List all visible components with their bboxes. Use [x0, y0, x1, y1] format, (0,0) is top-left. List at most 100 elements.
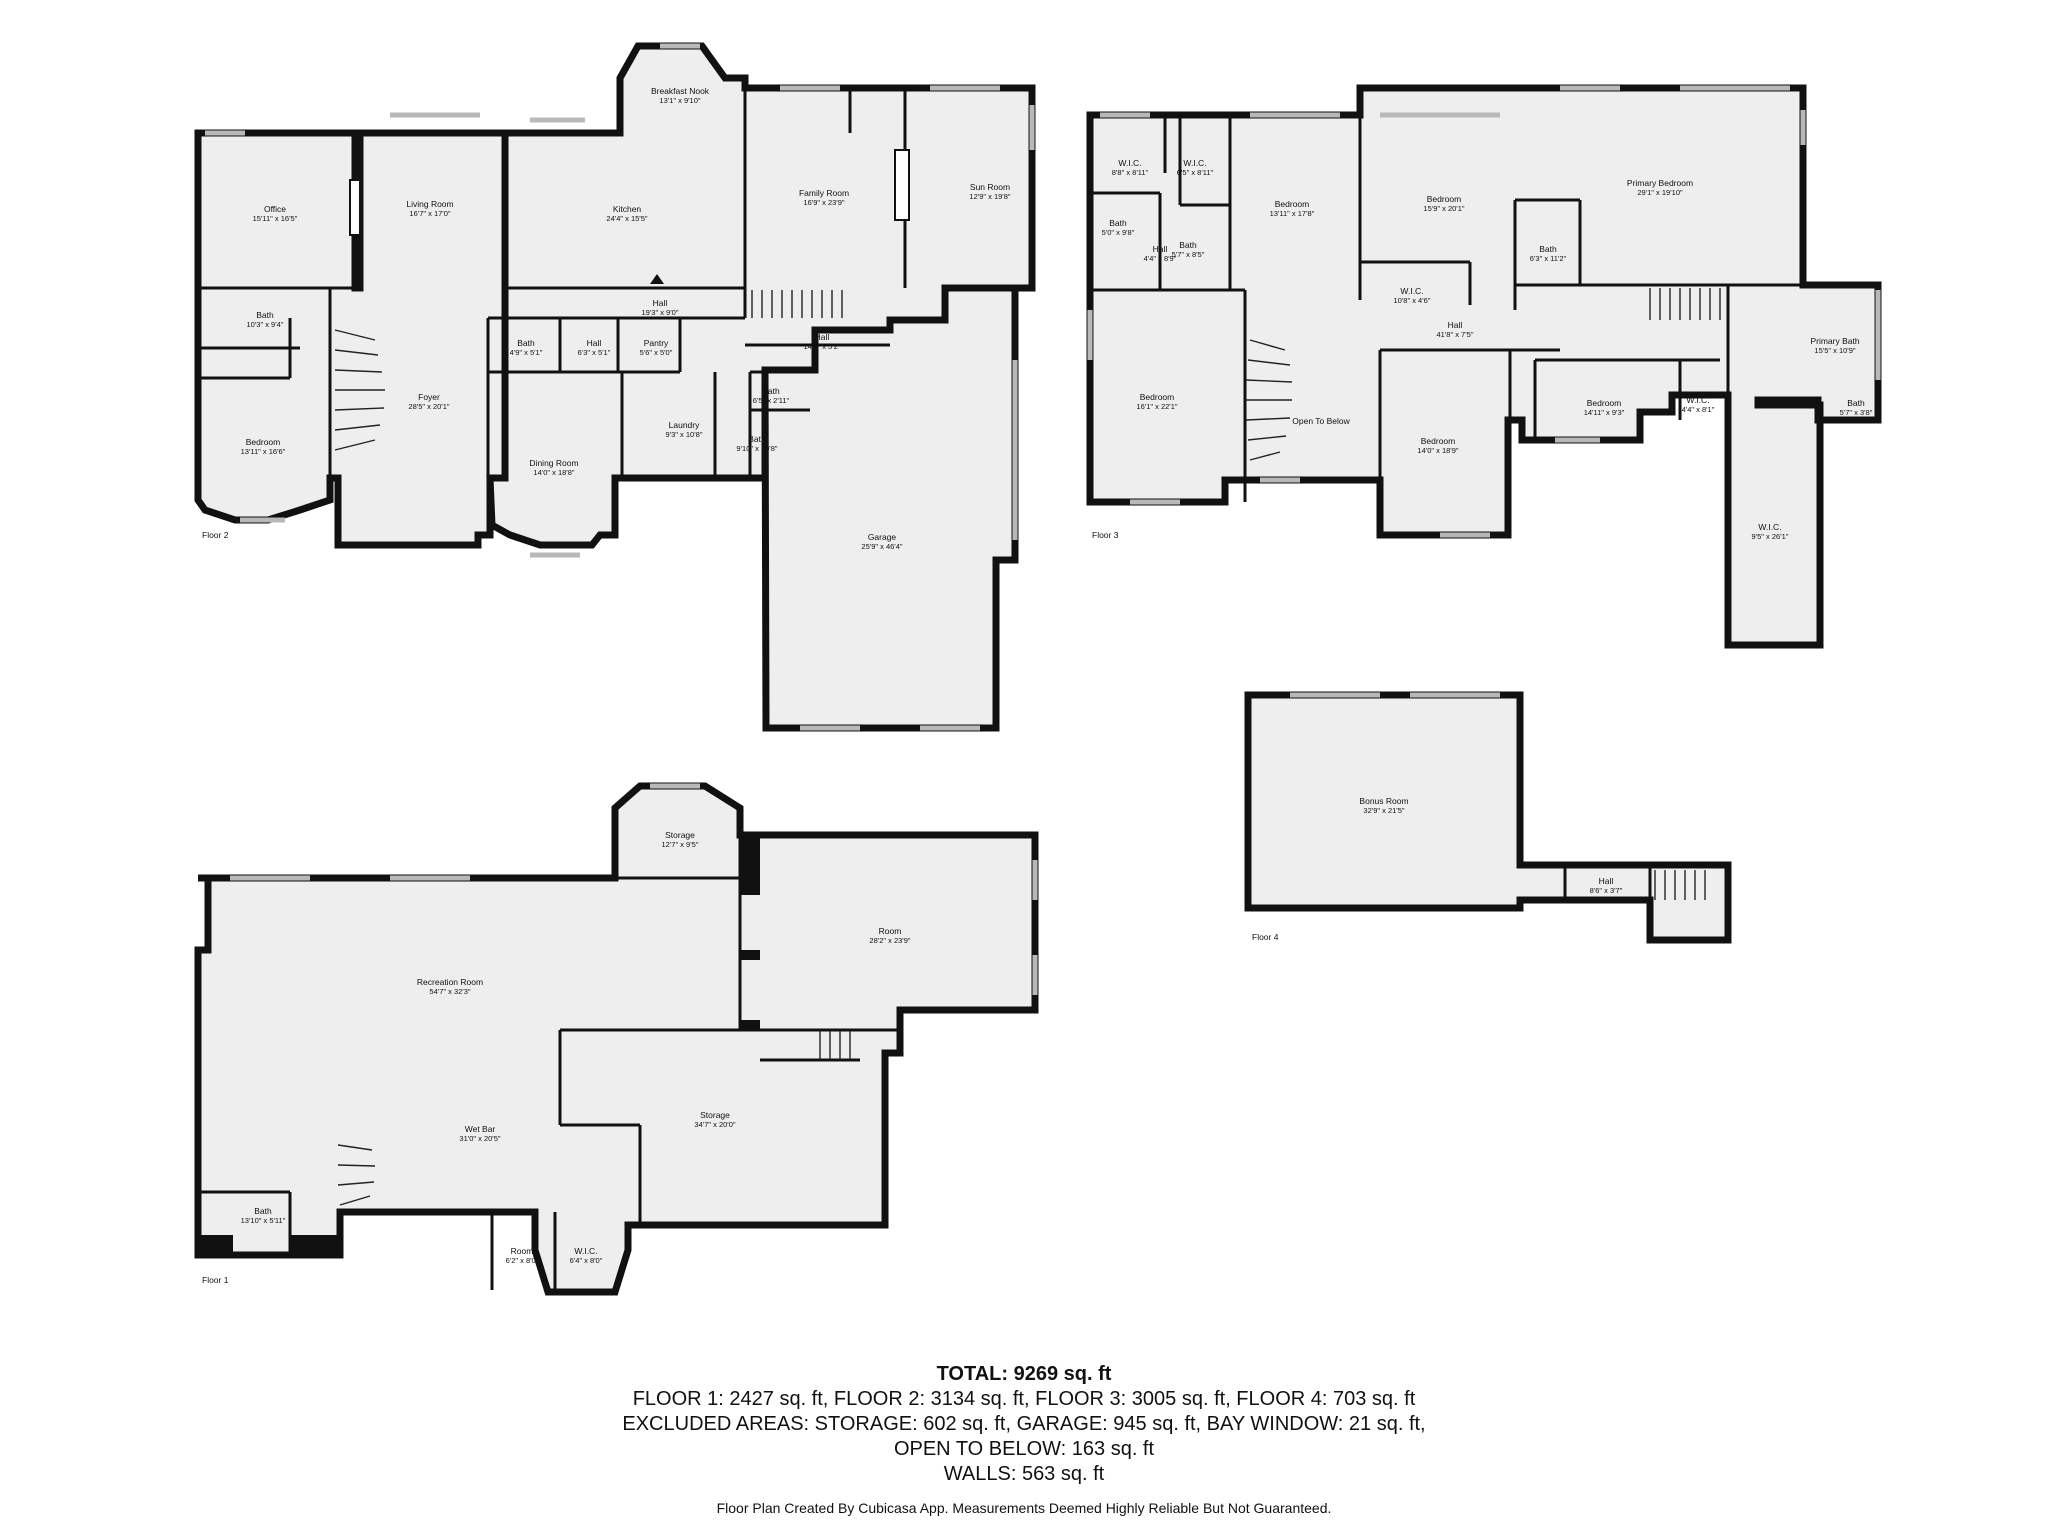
room-name-pantry: Pantry	[644, 338, 669, 348]
room-name-bath: Bath	[1179, 240, 1197, 250]
room-dimensions-bath: 6'5" x 2'11"	[753, 396, 790, 405]
room-name-bonus-room: Bonus Room	[1359, 796, 1408, 806]
room-dimensions-sun-room: 12'9" x 19'8"	[969, 192, 1010, 201]
room-name-hall: Hall	[1448, 320, 1463, 330]
room-dimensions-w-i-c: 8'8" x 8'11"	[1112, 168, 1149, 177]
floor-2-plan: Floor 2	[194, 42, 1036, 732]
floor-2-outline-garage	[761, 284, 1019, 732]
room-name-family-room: Family Room	[799, 188, 849, 198]
room-name-bath: Bath	[517, 338, 535, 348]
room-name-w-i-c: W.I.C.	[1758, 522, 1781, 532]
office-fireplace-icon	[349, 179, 361, 236]
room-name-kitchen: Kitchen	[613, 204, 642, 214]
room-name-bath: Bath	[762, 386, 780, 396]
room-dimensions-bath: 5'0" x 9'8"	[1102, 228, 1135, 237]
room-name-room: Room	[511, 1246, 534, 1256]
floor-2-stairs	[334, 290, 843, 451]
room-dimensions-bedroom: 13'11" x 17'8"	[1270, 209, 1315, 218]
disclaimer-credit: Floor Plan Created By Cubicasa App. Meas…	[716, 1500, 1332, 1516]
room-name-bath: Bath	[748, 434, 766, 444]
floor-1-plan: Floor 1	[194, 782, 1039, 1296]
area-summary: TOTAL: 9269 sq. ft FLOOR 1: 2427 sq. ft,…	[0, 1362, 2048, 1487]
room-dimensions-hall: 14'5" x 5'2"	[804, 342, 841, 351]
room-name-recreation-room: Recreation Room	[417, 977, 483, 987]
room-dimensions-bath: 9'10" x 10'8"	[736, 444, 777, 453]
room-name-bedroom: Bedroom	[1275, 199, 1310, 209]
room-name-hall: Hall	[653, 298, 668, 308]
room-dimensions-storage: 34'7" x 20'0"	[694, 1120, 735, 1129]
room-name-bedroom: Bedroom	[1427, 194, 1462, 204]
room-dimensions-breakfast-nook: 13'1" x 9'10"	[659, 96, 700, 105]
room-dimensions-bedroom: 13'11" x 16'6"	[241, 447, 286, 456]
floor-1-column	[740, 1020, 760, 1030]
open-to-below-area: OPEN TO BELOW: 163 sq. ft	[893, 1438, 1155, 1460]
room-name-bedroom: Bedroom	[1140, 392, 1175, 402]
room-dimensions-w-i-c: 6'4" x 8'0"	[570, 1256, 603, 1265]
room-dimensions-bath: 6'3" x 11'2"	[1530, 254, 1567, 263]
room-dimensions-bedroom: 16'1" x 22'1"	[1136, 402, 1177, 411]
room-dimensions-w-i-c: 9'5" x 26'1"	[1752, 532, 1789, 541]
excluded-areas: EXCLUDED AREAS: STORAGE: 602 sq. ft, GAR…	[622, 1413, 1426, 1435]
room-dimensions-dining-room: 14'0" x 18'8"	[533, 468, 574, 477]
room-name-storage: Storage	[665, 830, 695, 840]
room-name-hall: Hall	[815, 332, 830, 342]
room-dimensions-w-i-c: 10'8" x 4'6"	[1394, 296, 1431, 305]
room-name-w-i-c: W.I.C.	[1183, 158, 1206, 168]
floor-1-interior-walls	[198, 835, 900, 1292]
room-name-wet-bar: Wet Bar	[465, 1124, 496, 1134]
room-name-w-i-c: W.I.C.	[574, 1246, 597, 1256]
room-name-office: Office	[264, 204, 286, 214]
room-dimensions-room: 6'2" x 8'0"	[506, 1256, 539, 1265]
room-dimensions-hall: 6'3" x 5'1"	[578, 348, 611, 357]
room-name-open-to-below: Open To Below	[1292, 416, 1350, 426]
room-dimensions-kitchen: 24'4" x 15'5"	[606, 214, 647, 223]
room-dimensions-storage: 12'7" x 9'5"	[662, 840, 699, 849]
room-dimensions-bedroom: 14'0" x 18'9"	[1417, 446, 1458, 455]
room-name-laundry: Laundry	[669, 420, 700, 430]
room-name-w-i-c: W.I.C.	[1118, 158, 1141, 168]
room-dimensions-garage: 25'9" x 46'4"	[861, 542, 902, 551]
room-name-w-i-c: W.I.C.	[1400, 286, 1423, 296]
room-dimensions-primary-bath: 15'5" x 10'9"	[1814, 346, 1855, 355]
floor-4-stairs	[1654, 870, 1706, 900]
room-dimensions-room: 28'2" x 23'9"	[869, 936, 910, 945]
room-dimensions-bonus-room: 32'9" x 21'5"	[1363, 806, 1404, 815]
room-name-room: Room	[879, 926, 902, 936]
room-dimensions-living-room: 16'7" x 17'0"	[409, 209, 450, 218]
room-dimensions-w-i-c: 4'4" x 8'1"	[1682, 405, 1715, 414]
floor-2-label: Floor 2	[202, 530, 229, 540]
floor-1-label: Floor 1	[202, 1275, 229, 1285]
room-name-bedroom: Bedroom	[246, 437, 281, 447]
room-dimensions-bedroom: 14'11" x 9'3"	[1584, 408, 1625, 417]
room-dimensions-bath: 4'9" x 5'1"	[510, 348, 543, 357]
floor-3-stairs	[1245, 288, 1721, 461]
room-name-primary-bedroom: Primary Bedroom	[1627, 178, 1693, 188]
total-area: TOTAL: 9269 sq. ft	[936, 1363, 1112, 1385]
room-name-dining-room: Dining Room	[529, 458, 578, 468]
room-name-foyer: Foyer	[418, 392, 440, 402]
room-name-hall: Hall	[587, 338, 602, 348]
floor-3-windows	[1087, 85, 1881, 538]
room-name-bath: Bath	[1847, 398, 1865, 408]
floor-areas: FLOOR 1: 2427 sq. ft, FLOOR 2: 3134 sq. …	[632, 1388, 1416, 1410]
room-dimensions-hall: 8'6" x 3'7"	[1590, 886, 1623, 895]
room-name-bedroom: Bedroom	[1587, 398, 1622, 408]
room-dimensions-laundry: 9'3" x 10'8"	[666, 430, 703, 439]
room-name-bath: Bath	[254, 1206, 272, 1216]
room-name-breakfast-nook: Breakfast Nook	[651, 86, 710, 96]
floor-3-label: Floor 3	[1092, 530, 1119, 540]
floor-4-outline	[1244, 691, 1732, 944]
room-name-garage: Garage	[868, 532, 897, 542]
kitchen-range-icon	[650, 274, 664, 284]
floor-4-interior-walls	[1563, 865, 1652, 900]
room-dimensions-pantry: 5'6" x 5'0"	[640, 348, 673, 357]
floor-1-outline	[194, 782, 1039, 1296]
floor-1-stairs	[337, 1030, 851, 1206]
walls-area: WALLS: 563 sq. ft	[943, 1463, 1105, 1485]
floor-3-plan: Floor 3	[1086, 84, 1882, 649]
room-dimensions-hall: 41'8" x 7'5"	[1437, 330, 1474, 339]
room-dimensions-bath: 5'7" x 8'5"	[1172, 250, 1205, 259]
room-dimensions-w-i-c: 6'5" x 8'11"	[1177, 168, 1214, 177]
room-dimensions-bath: 10'3" x 9'4"	[247, 320, 284, 329]
